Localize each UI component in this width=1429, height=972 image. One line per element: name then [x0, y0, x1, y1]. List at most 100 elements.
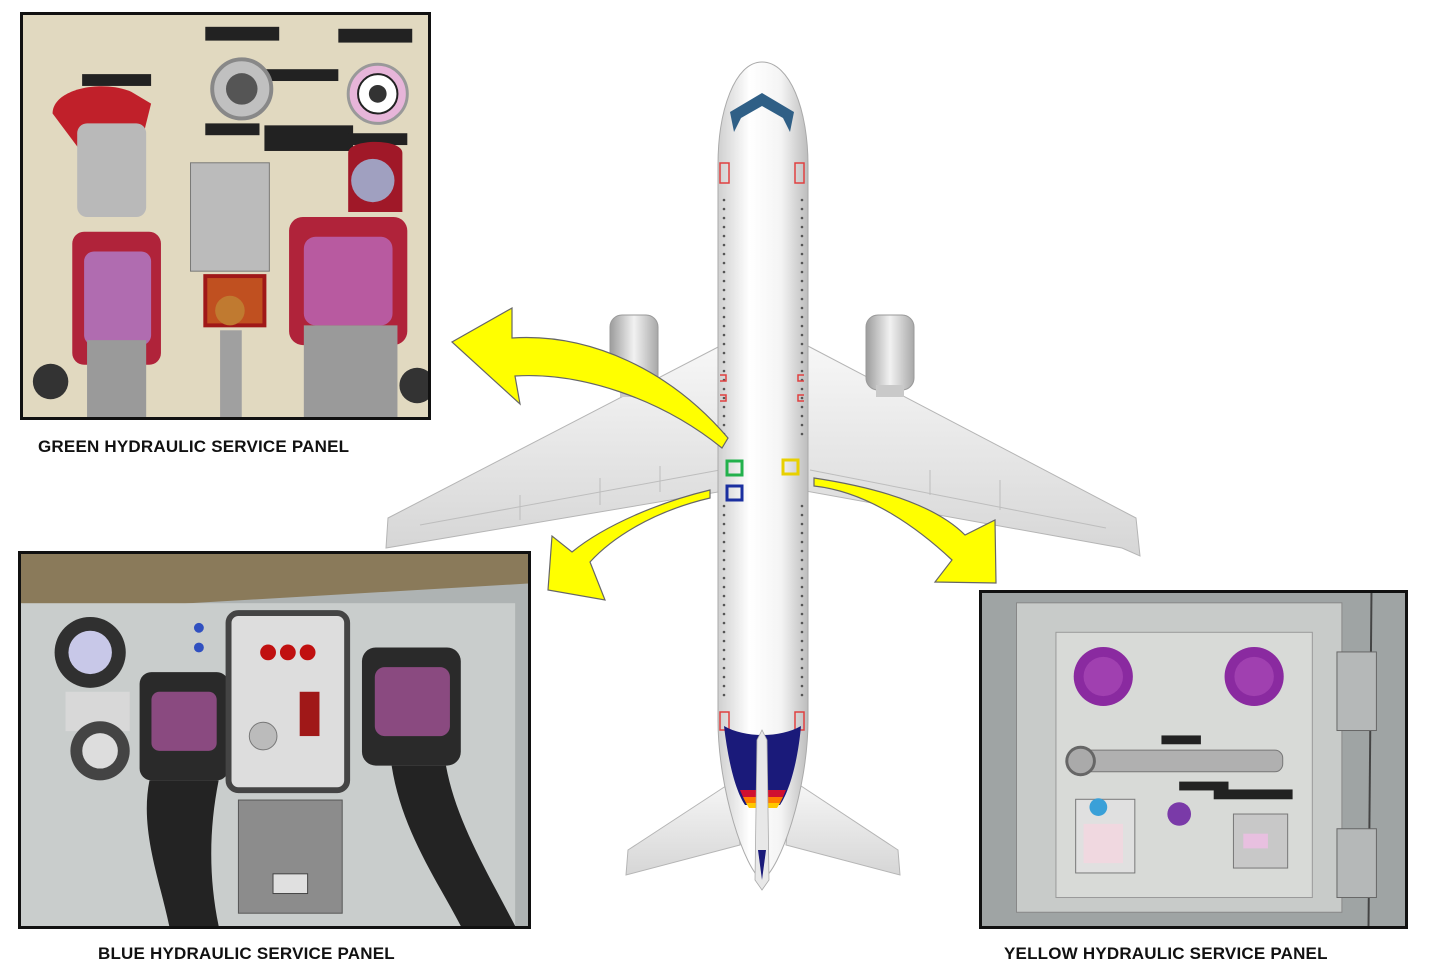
cabin-window	[800, 360, 804, 364]
cabin-window	[800, 306, 804, 310]
cabin-window	[722, 576, 726, 580]
green-panel-caption: GREEN HYDRAULIC SERVICE PANEL	[38, 437, 350, 456]
cabin-window	[722, 225, 726, 229]
cabin-window	[800, 396, 804, 400]
cabin-window	[722, 522, 726, 526]
cabin-window	[722, 207, 726, 211]
cabin-window	[722, 648, 726, 652]
cabin-window	[722, 639, 726, 643]
cabin-window	[800, 279, 804, 283]
cabin-window	[722, 693, 726, 697]
cabin-window	[800, 225, 804, 229]
cabin-window	[800, 657, 804, 661]
cabin-window	[722, 216, 726, 220]
cabin-window	[722, 414, 726, 418]
green-panel-location-marker	[725, 459, 744, 477]
cabin-window	[800, 432, 804, 436]
cabin-window	[800, 540, 804, 544]
cabin-window	[800, 261, 804, 265]
cabin-window	[800, 207, 804, 211]
cabin-window	[800, 315, 804, 319]
blue-panel-photo	[18, 551, 531, 929]
cabin-window	[722, 252, 726, 256]
cabin-window	[722, 306, 726, 310]
cabin-window	[722, 540, 726, 544]
cabin-window	[722, 621, 726, 625]
cabin-window	[800, 297, 804, 301]
cabin-window	[800, 693, 804, 697]
cabin-window	[800, 405, 804, 409]
cabin-window	[722, 396, 726, 400]
cabin-window	[800, 639, 804, 643]
cabin-window	[800, 387, 804, 391]
cabin-window	[800, 558, 804, 562]
cabin-window	[722, 549, 726, 553]
cabin-window	[722, 405, 726, 409]
cabin-window	[800, 324, 804, 328]
cabin-window	[722, 342, 726, 346]
cabin-window	[800, 252, 804, 256]
cabin-window	[722, 333, 726, 337]
cabin-window	[722, 558, 726, 562]
cabin-window	[800, 270, 804, 274]
cabin-window	[722, 630, 726, 634]
cabin-window	[800, 522, 804, 526]
cabin-window	[722, 387, 726, 391]
cabin-window	[800, 513, 804, 517]
cabin-window	[800, 585, 804, 589]
cabin-window	[722, 513, 726, 517]
yellow-panel-caption: YELLOW HYDRAULIC SERVICE PANEL	[1004, 944, 1328, 963]
cabin-window	[800, 684, 804, 688]
right-engine	[865, 314, 915, 397]
cockpit-windows	[730, 93, 794, 132]
cabin-window	[800, 414, 804, 418]
cabin-window	[800, 666, 804, 670]
cabin-window	[722, 270, 726, 274]
arrow-to-blue-panel	[547, 489, 711, 601]
cabin-window	[722, 234, 726, 238]
cabin-window	[722, 504, 726, 508]
cabin-window	[722, 297, 726, 301]
cabin-window	[800, 288, 804, 292]
left-stabilizer	[625, 779, 741, 876]
yellow-panel-location-marker	[781, 458, 800, 476]
cabin-window	[722, 351, 726, 355]
cabin-window	[722, 594, 726, 598]
cabin-window	[800, 369, 804, 373]
tail-livery	[724, 726, 801, 891]
cabin-window	[722, 567, 726, 571]
cabin-window	[722, 675, 726, 679]
cabin-window	[722, 531, 726, 535]
cabin-window	[800, 603, 804, 607]
cabin-window	[800, 351, 804, 355]
cabin-window	[722, 198, 726, 202]
cabin-window	[800, 198, 804, 202]
cabin-window	[722, 315, 726, 319]
cabin-window	[722, 279, 726, 283]
cabin-window	[722, 666, 726, 670]
right-stabilizer	[785, 779, 901, 876]
cabin-window	[722, 423, 726, 427]
arrow-to-green-panel	[450, 306, 729, 449]
cabin-window	[800, 333, 804, 337]
cabin-window	[722, 360, 726, 364]
cabin-window	[800, 594, 804, 598]
cabin-windows	[722, 198, 804, 697]
yellow-panel-photo	[979, 590, 1408, 929]
cabin-window	[800, 234, 804, 238]
cabin-window	[722, 243, 726, 247]
cabin-window	[800, 342, 804, 346]
cabin-window	[800, 504, 804, 508]
cabin-window	[722, 657, 726, 661]
cabin-window	[800, 243, 804, 247]
cabin-window	[800, 621, 804, 625]
cabin-window	[800, 612, 804, 616]
cabin-window	[800, 675, 804, 679]
cabin-window	[800, 216, 804, 220]
cabin-window	[722, 288, 726, 292]
green-panel-photo	[20, 12, 431, 420]
blue-panel-caption: BLUE HYDRAULIC SERVICE PANEL	[98, 944, 395, 963]
cabin-window	[800, 549, 804, 553]
